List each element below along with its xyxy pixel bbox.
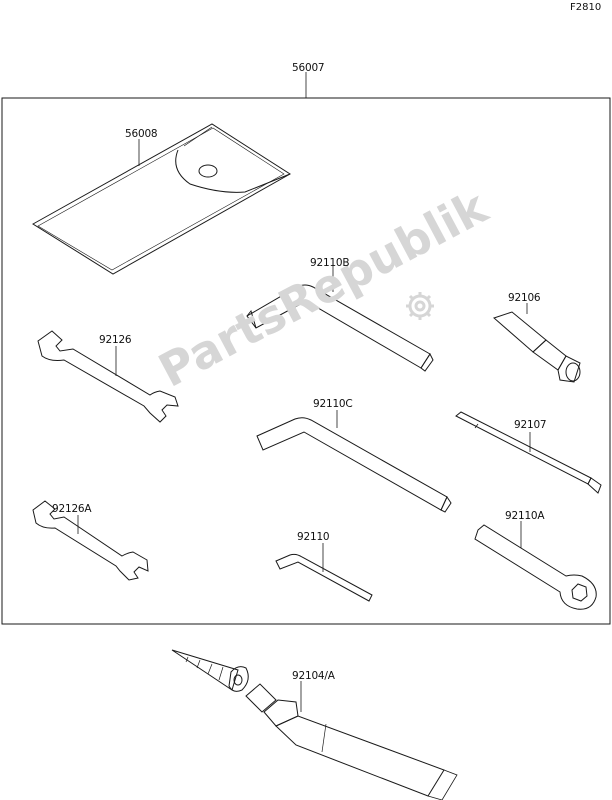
label-56008[interactable]: 56008 xyxy=(125,128,158,140)
plug-adapter xyxy=(493,303,581,383)
label-92110C[interactable]: 92110C xyxy=(313,398,353,410)
open-end-wrench-large xyxy=(37,330,179,423)
label-92104A[interactable]: 92104/A xyxy=(292,670,335,682)
open-end-wrench-small xyxy=(32,500,149,581)
label-92110[interactable]: 92110 xyxy=(297,531,330,543)
label-56007[interactable]: 56007 xyxy=(292,62,325,74)
grease-tube xyxy=(171,649,458,800)
label-92107[interactable]: 92107 xyxy=(514,419,547,431)
hex-wrench-c xyxy=(256,410,452,513)
ring-wrench xyxy=(474,521,597,610)
label-92110B[interactable]: 92110B xyxy=(310,257,350,269)
label-92106[interactable]: 92106 xyxy=(508,292,541,304)
label-92110A[interactable]: 92110A xyxy=(505,510,545,522)
label-92126[interactable]: 92126 xyxy=(99,334,132,346)
label-92126A[interactable]: 92126A xyxy=(52,503,92,515)
tool-pouch xyxy=(32,123,291,275)
hex-wrench-small xyxy=(275,543,373,602)
watermark-gear-icon xyxy=(406,292,434,320)
figure-code: F2810 xyxy=(570,2,602,13)
screwdriver xyxy=(455,411,602,494)
hex-wrench-b xyxy=(246,266,434,372)
